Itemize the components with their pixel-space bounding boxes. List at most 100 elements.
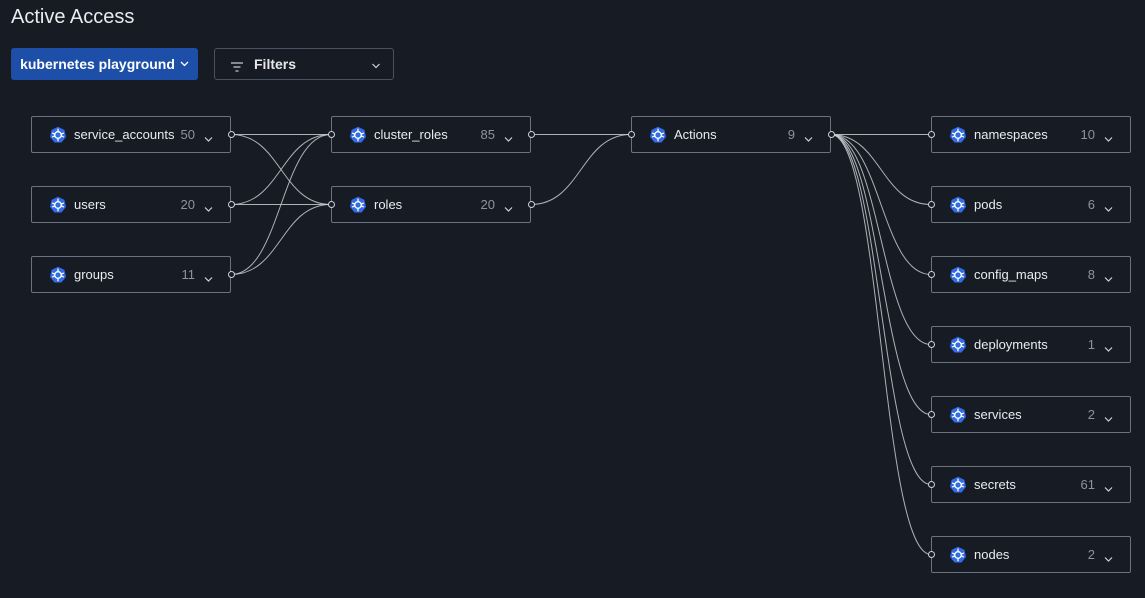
cluster-select-button[interactable]: kubernetes playground (11, 48, 198, 80)
node-label: services (974, 407, 1022, 422)
node-users[interactable]: users 20 (31, 186, 231, 223)
expand-chevron-icon[interactable] (504, 201, 513, 212)
node-count: 11 (181, 267, 196, 282)
node-count: 50 (180, 127, 195, 142)
graph-edge (830, 134, 932, 555)
expand-chevron-icon[interactable] (1104, 341, 1113, 352)
output-port[interactable] (227, 201, 235, 208)
expand-chevron-icon[interactable] (1104, 131, 1113, 142)
kubernetes-icon (649, 126, 667, 144)
graph-edge (830, 134, 932, 345)
graph-edge (830, 134, 932, 275)
kubernetes-icon (949, 336, 967, 354)
node-count: 8 (1087, 267, 1095, 282)
node-label: roles (374, 197, 403, 212)
node-count: 1 (1087, 337, 1095, 352)
filter-icon (231, 59, 243, 72)
kubernetes-icon (49, 126, 67, 144)
node-label: users (74, 197, 106, 212)
expand-chevron-icon[interactable] (1104, 481, 1113, 492)
node-pods[interactable]: pods 6 (931, 186, 1131, 223)
input-port[interactable] (927, 481, 935, 488)
kubernetes-icon (49, 266, 67, 284)
kubernetes-icon (349, 126, 367, 144)
expand-chevron-icon[interactable] (504, 131, 513, 142)
node-count: 20 (180, 197, 195, 212)
kubernetes-icon (49, 196, 67, 214)
filters-button[interactable]: Filters (214, 48, 394, 80)
kubernetes-icon (949, 546, 967, 564)
output-port[interactable] (227, 131, 235, 138)
chevron-down-icon (371, 58, 381, 69)
input-port[interactable] (927, 201, 935, 208)
node-groups[interactable]: groups 11 (31, 256, 231, 293)
node-count: 85 (480, 127, 495, 142)
expand-chevron-icon[interactable] (1104, 411, 1113, 422)
node-config-maps[interactable]: config_maps 8 (931, 256, 1131, 293)
input-port[interactable] (327, 201, 335, 208)
output-port[interactable] (527, 201, 535, 208)
output-port[interactable] (227, 271, 235, 278)
node-count: 61 (1080, 477, 1095, 492)
node-deployments[interactable]: deployments 1 (931, 326, 1131, 363)
expand-chevron-icon[interactable] (204, 131, 213, 142)
expand-chevron-icon[interactable] (1104, 201, 1113, 212)
node-label: groups (74, 267, 114, 282)
node-count: 20 (480, 197, 495, 212)
node-roles[interactable]: roles 20 (331, 186, 531, 223)
graph-edge (530, 134, 632, 205)
input-port[interactable] (327, 131, 335, 138)
node-service-accounts[interactable]: service_accounts 50 (31, 116, 231, 153)
node-namespaces[interactable]: namespaces 10 (931, 116, 1131, 153)
node-label: namespaces (974, 127, 1048, 142)
output-port[interactable] (527, 131, 535, 138)
node-nodes[interactable]: nodes 2 (931, 536, 1131, 573)
node-count: 2 (1087, 547, 1095, 562)
output-port[interactable] (827, 131, 835, 138)
node-secrets[interactable]: secrets 61 (931, 466, 1131, 503)
graph-edge (230, 134, 332, 205)
input-port[interactable] (927, 271, 935, 278)
node-services[interactable]: services 2 (931, 396, 1131, 433)
graph-edge (830, 134, 932, 415)
input-port[interactable] (927, 341, 935, 348)
expand-chevron-icon[interactable] (804, 131, 813, 142)
kubernetes-icon (949, 266, 967, 284)
node-cluster-roles[interactable]: cluster_roles 85 (331, 116, 531, 153)
kubernetes-icon (349, 196, 367, 214)
node-count: 6 (1087, 197, 1095, 212)
expand-chevron-icon[interactable] (204, 201, 213, 212)
input-port[interactable] (927, 551, 935, 558)
node-actions[interactable]: Actions 9 (631, 116, 831, 153)
input-port[interactable] (927, 131, 935, 138)
expand-chevron-icon[interactable] (1104, 271, 1113, 282)
expand-chevron-icon[interactable] (1104, 551, 1113, 562)
kubernetes-icon (949, 476, 967, 494)
chevron-down-icon (180, 59, 189, 70)
expand-chevron-icon[interactable] (204, 271, 213, 282)
node-label: config_maps (974, 267, 1048, 282)
kubernetes-icon (949, 126, 967, 144)
node-label: Actions (674, 127, 717, 142)
graph-edge (230, 204, 332, 275)
node-label: nodes (974, 547, 1010, 562)
node-label: pods (974, 197, 1003, 212)
page-title: Active Access (11, 6, 135, 28)
cluster-select-label: kubernetes playground (20, 56, 175, 72)
graph-edge (230, 134, 332, 275)
input-port[interactable] (627, 131, 635, 138)
node-count: 9 (787, 127, 795, 142)
node-label: deployments (974, 337, 1048, 352)
node-count: 10 (1080, 127, 1095, 142)
kubernetes-icon (949, 406, 967, 424)
node-label: secrets (974, 477, 1016, 492)
kubernetes-icon (949, 196, 967, 214)
node-label: cluster_roles (374, 127, 448, 142)
node-label: service_accounts (74, 127, 175, 142)
node-count: 2 (1087, 407, 1095, 422)
graph-edge (830, 134, 932, 205)
input-port[interactable] (927, 411, 935, 418)
filters-label: Filters (254, 56, 297, 72)
